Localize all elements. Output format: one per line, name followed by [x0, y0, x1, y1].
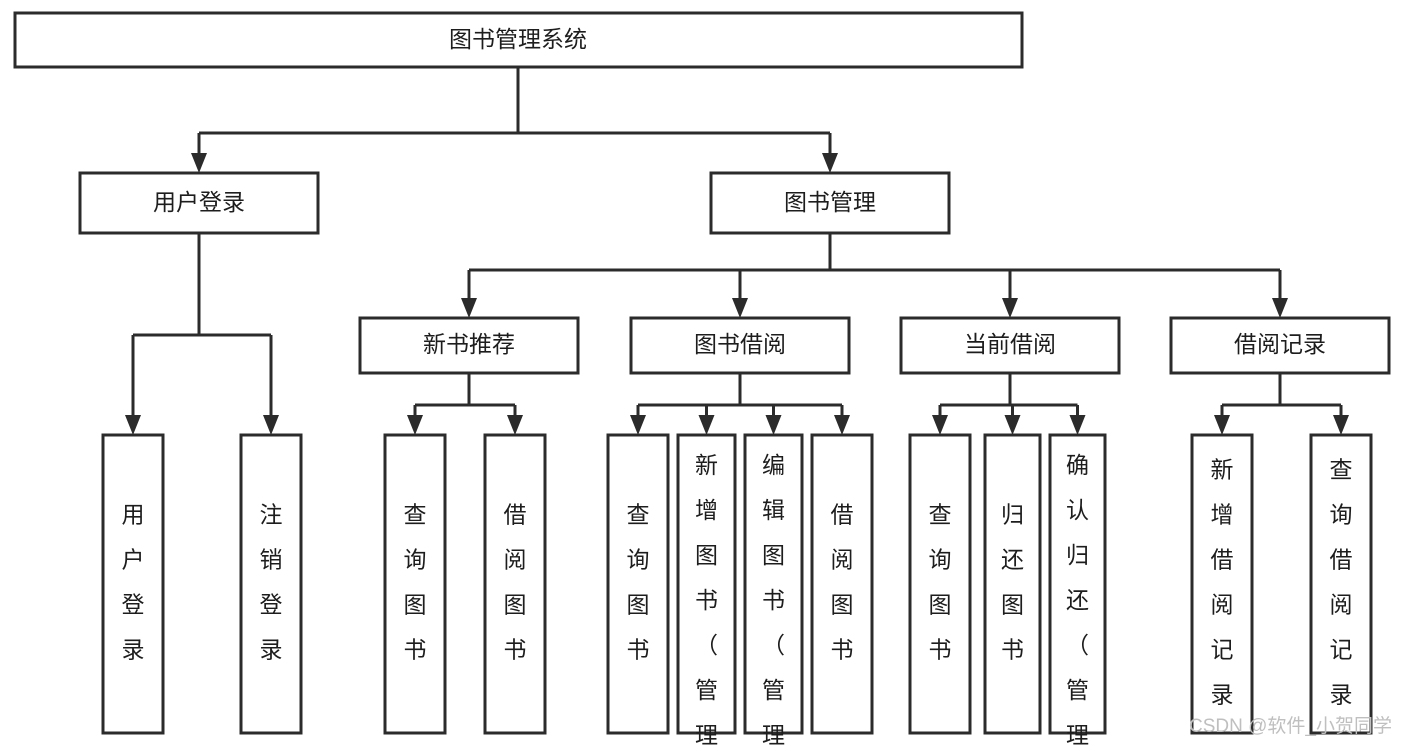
leaf-box[interactable]	[606, 433, 670, 735]
node-book-borrow[interactable]: 图书借阅	[629, 316, 851, 375]
node-user-login[interactable]: 用户登录	[78, 171, 320, 235]
node-new-book-recommend[interactable]: 新书推荐	[358, 316, 580, 375]
current-borrow-label: 当前借阅	[964, 331, 1056, 357]
leaf-label: 借阅图书	[504, 502, 527, 663]
leaf-node[interactable]: 查询图书	[383, 433, 447, 735]
leaf-box[interactable]	[1048, 433, 1107, 735]
current-borrow-box[interactable]	[899, 316, 1121, 375]
node-current-borrow[interactable]: 当前借阅	[899, 316, 1121, 375]
leaf-label: 查询图书	[627, 502, 650, 663]
user-login-box[interactable]	[78, 171, 320, 235]
user-login-label: 用户登录	[153, 189, 245, 215]
leaf-box[interactable]	[676, 433, 737, 735]
leaf-node[interactable]: 归还图书	[983, 433, 1042, 735]
book-borrow-box[interactable]	[629, 316, 851, 375]
leaf-node[interactable]: 查询图书	[606, 433, 670, 735]
leaf-node[interactable]: 注销登录	[239, 433, 303, 735]
leaf-node[interactable]: 新增图书（管理员）	[676, 433, 737, 747]
borrow-record-label: 借阅记录	[1234, 331, 1326, 357]
leaf-node[interactable]: 新增借阅记录	[1190, 433, 1254, 735]
new-book-recommend-label: 新书推荐	[423, 331, 515, 357]
leaf-nodes-layer: 用户登录 注销登录 查询图书 借阅图书 查询图书 新增图书（管理员） 编辑图书（管理员） 借阅…	[101, 433, 1373, 747]
book-manage-label: 图书管理	[784, 189, 876, 215]
node-book-manage[interactable]: 图书管理	[709, 171, 951, 235]
leaf-box[interactable]	[908, 433, 972, 735]
leaf-label: 查询图书	[929, 502, 952, 663]
leaf-label: 注销登录	[260, 502, 283, 663]
connector-layer	[125, 67, 1349, 435]
leaf-box[interactable]	[101, 433, 165, 735]
leaf-node[interactable]: 查询图书	[908, 433, 972, 735]
leaf-label: 新增图书（管理员）	[695, 452, 718, 747]
node-layer: 图书管理系统 用户登录 图书管理 新书推荐 图书借阅	[13, 11, 1391, 747]
leaf-node[interactable]: 确认归还（管理员）	[1048, 433, 1107, 747]
leaf-node[interactable]: 用户登录	[101, 433, 165, 735]
node-borrow-record[interactable]: 借阅记录	[1169, 316, 1391, 375]
leaf-box[interactable]	[743, 433, 804, 735]
leaf-box[interactable]	[483, 433, 547, 735]
leaf-box[interactable]	[810, 433, 874, 735]
watermark-label: CSDN @软件_小贺同学	[1189, 715, 1392, 737]
root-box[interactable]	[13, 11, 1024, 69]
leaf-box[interactable]	[383, 433, 447, 735]
node-root[interactable]: 图书管理系统	[13, 11, 1024, 69]
leaf-label: 查询图书	[404, 502, 427, 663]
leaf-node[interactable]: 借阅图书	[810, 433, 874, 735]
leaf-node[interactable]: 编辑图书（管理员）	[743, 433, 804, 747]
book-borrow-label: 图书借阅	[694, 331, 786, 357]
leaf-label: 编辑图书（管理员）	[762, 452, 785, 747]
new-book-recommend-box[interactable]	[358, 316, 580, 375]
leaf-label: 归还图书	[1001, 502, 1024, 663]
root-label: 图书管理系统	[449, 26, 587, 52]
leaf-box[interactable]	[1190, 433, 1254, 735]
leaf-label: 查询借阅记录	[1330, 457, 1353, 708]
leaf-node[interactable]: 查询借阅记录	[1309, 433, 1373, 735]
leaf-box[interactable]	[1309, 433, 1373, 735]
book-manage-box[interactable]	[709, 171, 951, 235]
leaf-label: 确认归还（管理员）	[1066, 452, 1089, 747]
leaf-label: 用户登录	[122, 502, 145, 663]
leaf-label: 借阅图书	[831, 502, 854, 663]
leaf-label: 新增借阅记录	[1211, 457, 1234, 708]
leaf-node[interactable]: 借阅图书	[483, 433, 547, 735]
leaf-box[interactable]	[983, 433, 1042, 735]
borrow-record-box[interactable]	[1169, 316, 1391, 375]
leaf-box[interactable]	[239, 433, 303, 735]
